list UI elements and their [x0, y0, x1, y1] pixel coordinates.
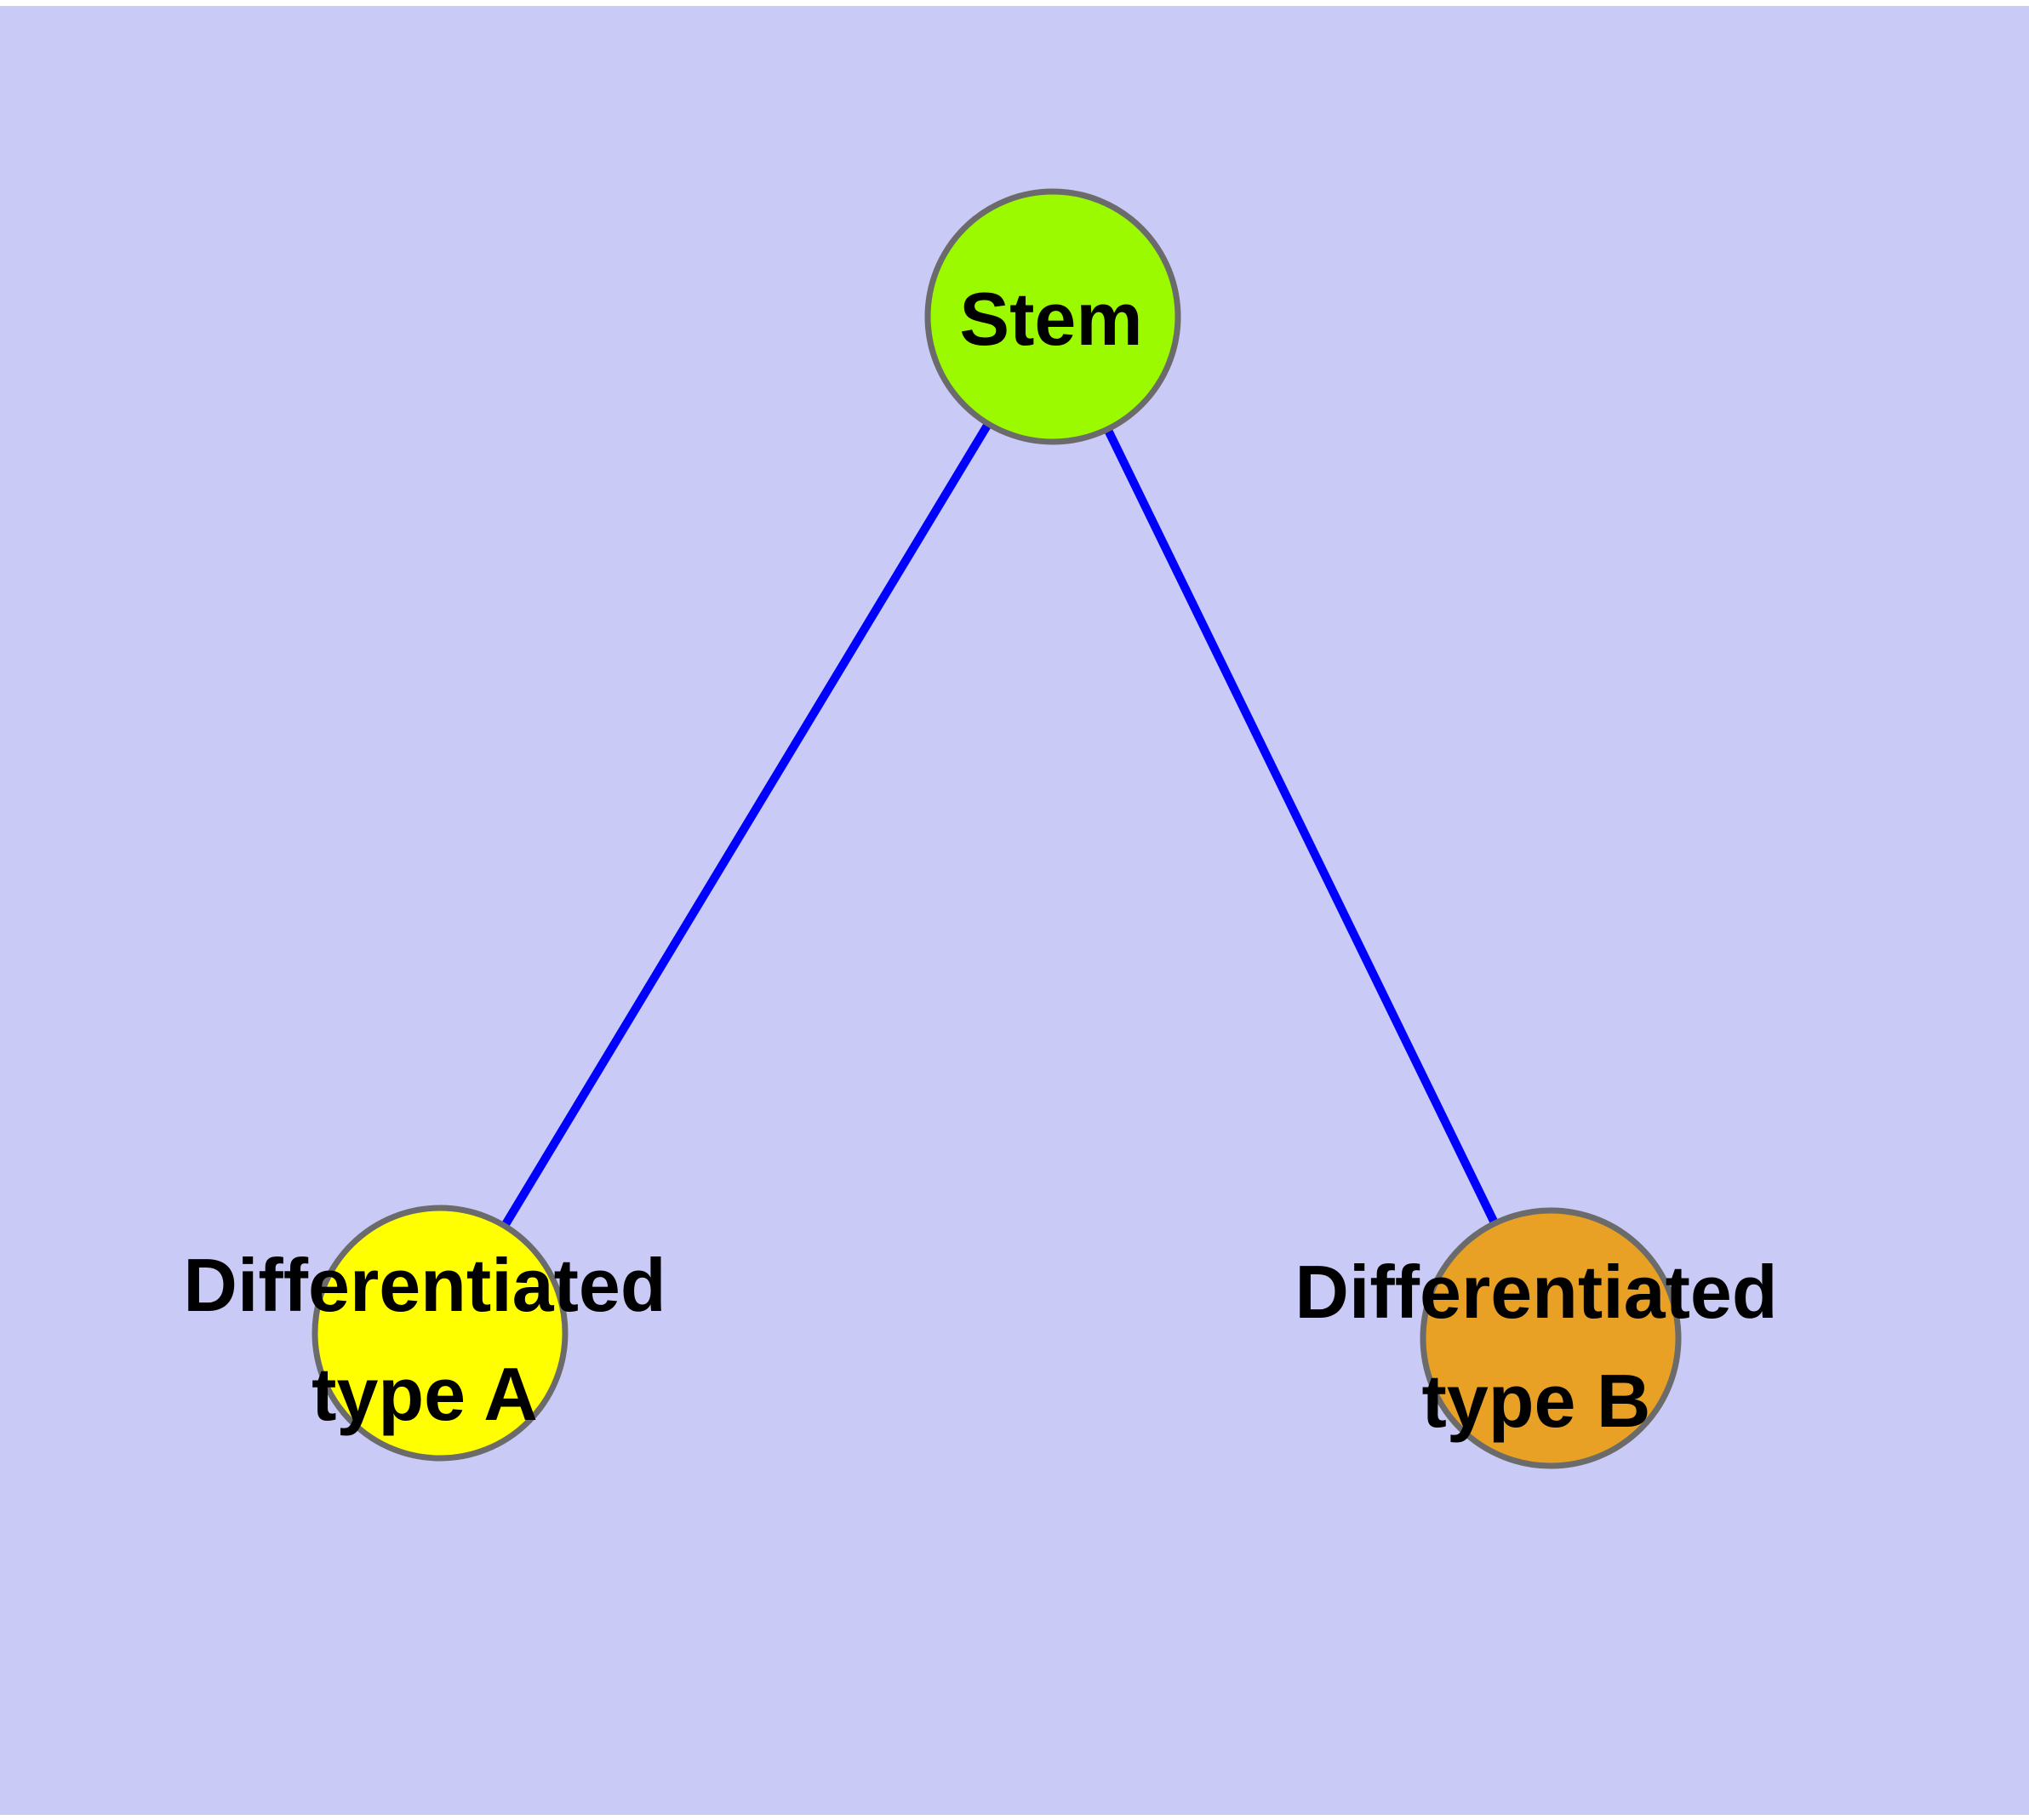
edge-stem-to-type-b: [1049, 312, 1555, 1342]
node-stem: [924, 188, 1181, 445]
node-type-b-label-line1: Differentiated: [1295, 1250, 1777, 1334]
node-differentiated-type-b: [1420, 1207, 1682, 1469]
node-type-a-label-line2: type A: [311, 1352, 538, 1436]
node-stem-label: Stem: [959, 277, 1142, 361]
node-type-b-label-line2: type B: [1422, 1359, 1651, 1443]
node-differentiated-type-a: [311, 1205, 569, 1462]
node-type-a-label-line1: Differentiated: [183, 1243, 666, 1327]
edge-stem-to-type-a: [436, 312, 1057, 1337]
